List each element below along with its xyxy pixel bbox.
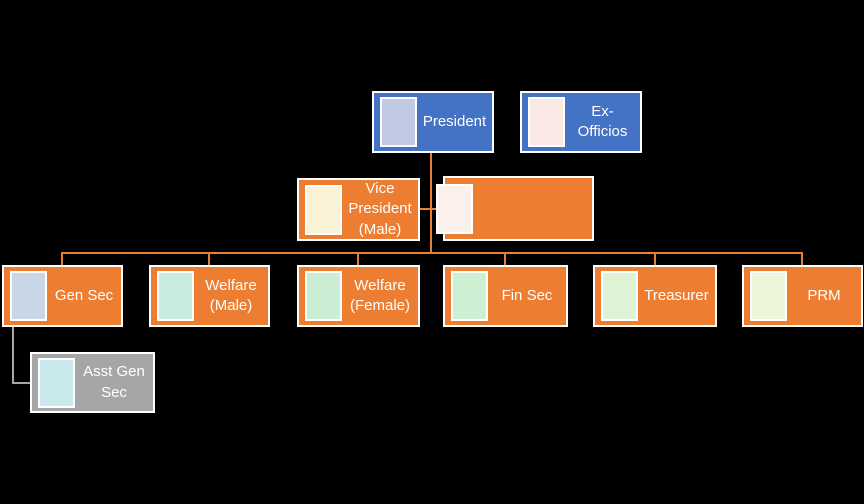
connector-asst-horizontal <box>12 382 30 384</box>
node-label: President <box>422 112 487 130</box>
node-label: Welfare (Female) <box>349 276 410 314</box>
node-vice-president[interactable]: Vice President (Male) <box>297 178 420 241</box>
node-label: Fin Sec <box>501 286 553 304</box>
picture-placeholder[interactable] <box>601 271 638 321</box>
connector-stub-fin-sec <box>504 252 506 265</box>
node-treasurer[interactable]: Treasurer <box>593 265 717 327</box>
node-label: Welfare (Male) <box>205 276 257 314</box>
node-president[interactable]: President <box>372 91 494 153</box>
node-label: Ex-Officios <box>577 102 628 140</box>
picture-placeholder[interactable] <box>750 271 787 321</box>
node-gen-sec[interactable]: Gen Sec <box>2 265 123 327</box>
picture-placeholder[interactable] <box>157 271 194 321</box>
picture-placeholder[interactable] <box>451 271 488 321</box>
connector-president-vertical <box>430 153 432 254</box>
node-ex-officios[interactable]: Ex-Officios <box>520 91 642 153</box>
picture-placeholder[interactable] <box>10 271 47 321</box>
connector-level3-distribution <box>61 252 803 254</box>
node-welfare-female[interactable]: Welfare (Female) <box>297 265 420 327</box>
node-prm[interactable]: PRM <box>742 265 863 327</box>
connector-stub-treasurer <box>654 252 656 265</box>
connector-stub-welfare-male <box>208 252 210 265</box>
connector-stub-gen-sec <box>61 252 63 265</box>
connector-vice-president-stub <box>420 208 437 210</box>
picture-placeholder[interactable] <box>436 183 473 234</box>
picture-placeholder[interactable] <box>528 97 565 147</box>
node-welfare-male[interactable]: Welfare (Male) <box>149 265 270 327</box>
node-unnamed[interactable] <box>436 176 594 241</box>
node-label: Treasurer <box>644 286 709 304</box>
picture-placeholder[interactable] <box>305 184 342 235</box>
node-label: PRM <box>807 286 841 304</box>
picture-placeholder[interactable] <box>38 357 75 408</box>
node-label: Asst Gen Sec <box>83 363 145 401</box>
picture-placeholder[interactable] <box>305 271 342 321</box>
connector-stub-prm <box>801 252 803 265</box>
node-fin-sec[interactable]: Fin Sec <box>443 265 568 327</box>
node-asst-gen-sec[interactable]: Asst Gen Sec <box>30 352 155 413</box>
node-label: Gen Sec <box>54 286 114 304</box>
connector-asst-vertical <box>12 327 14 384</box>
node-label: Vice President (Male) <box>348 180 412 238</box>
picture-placeholder[interactable] <box>380 97 417 147</box>
connector-stub-welfare-female <box>357 252 359 265</box>
